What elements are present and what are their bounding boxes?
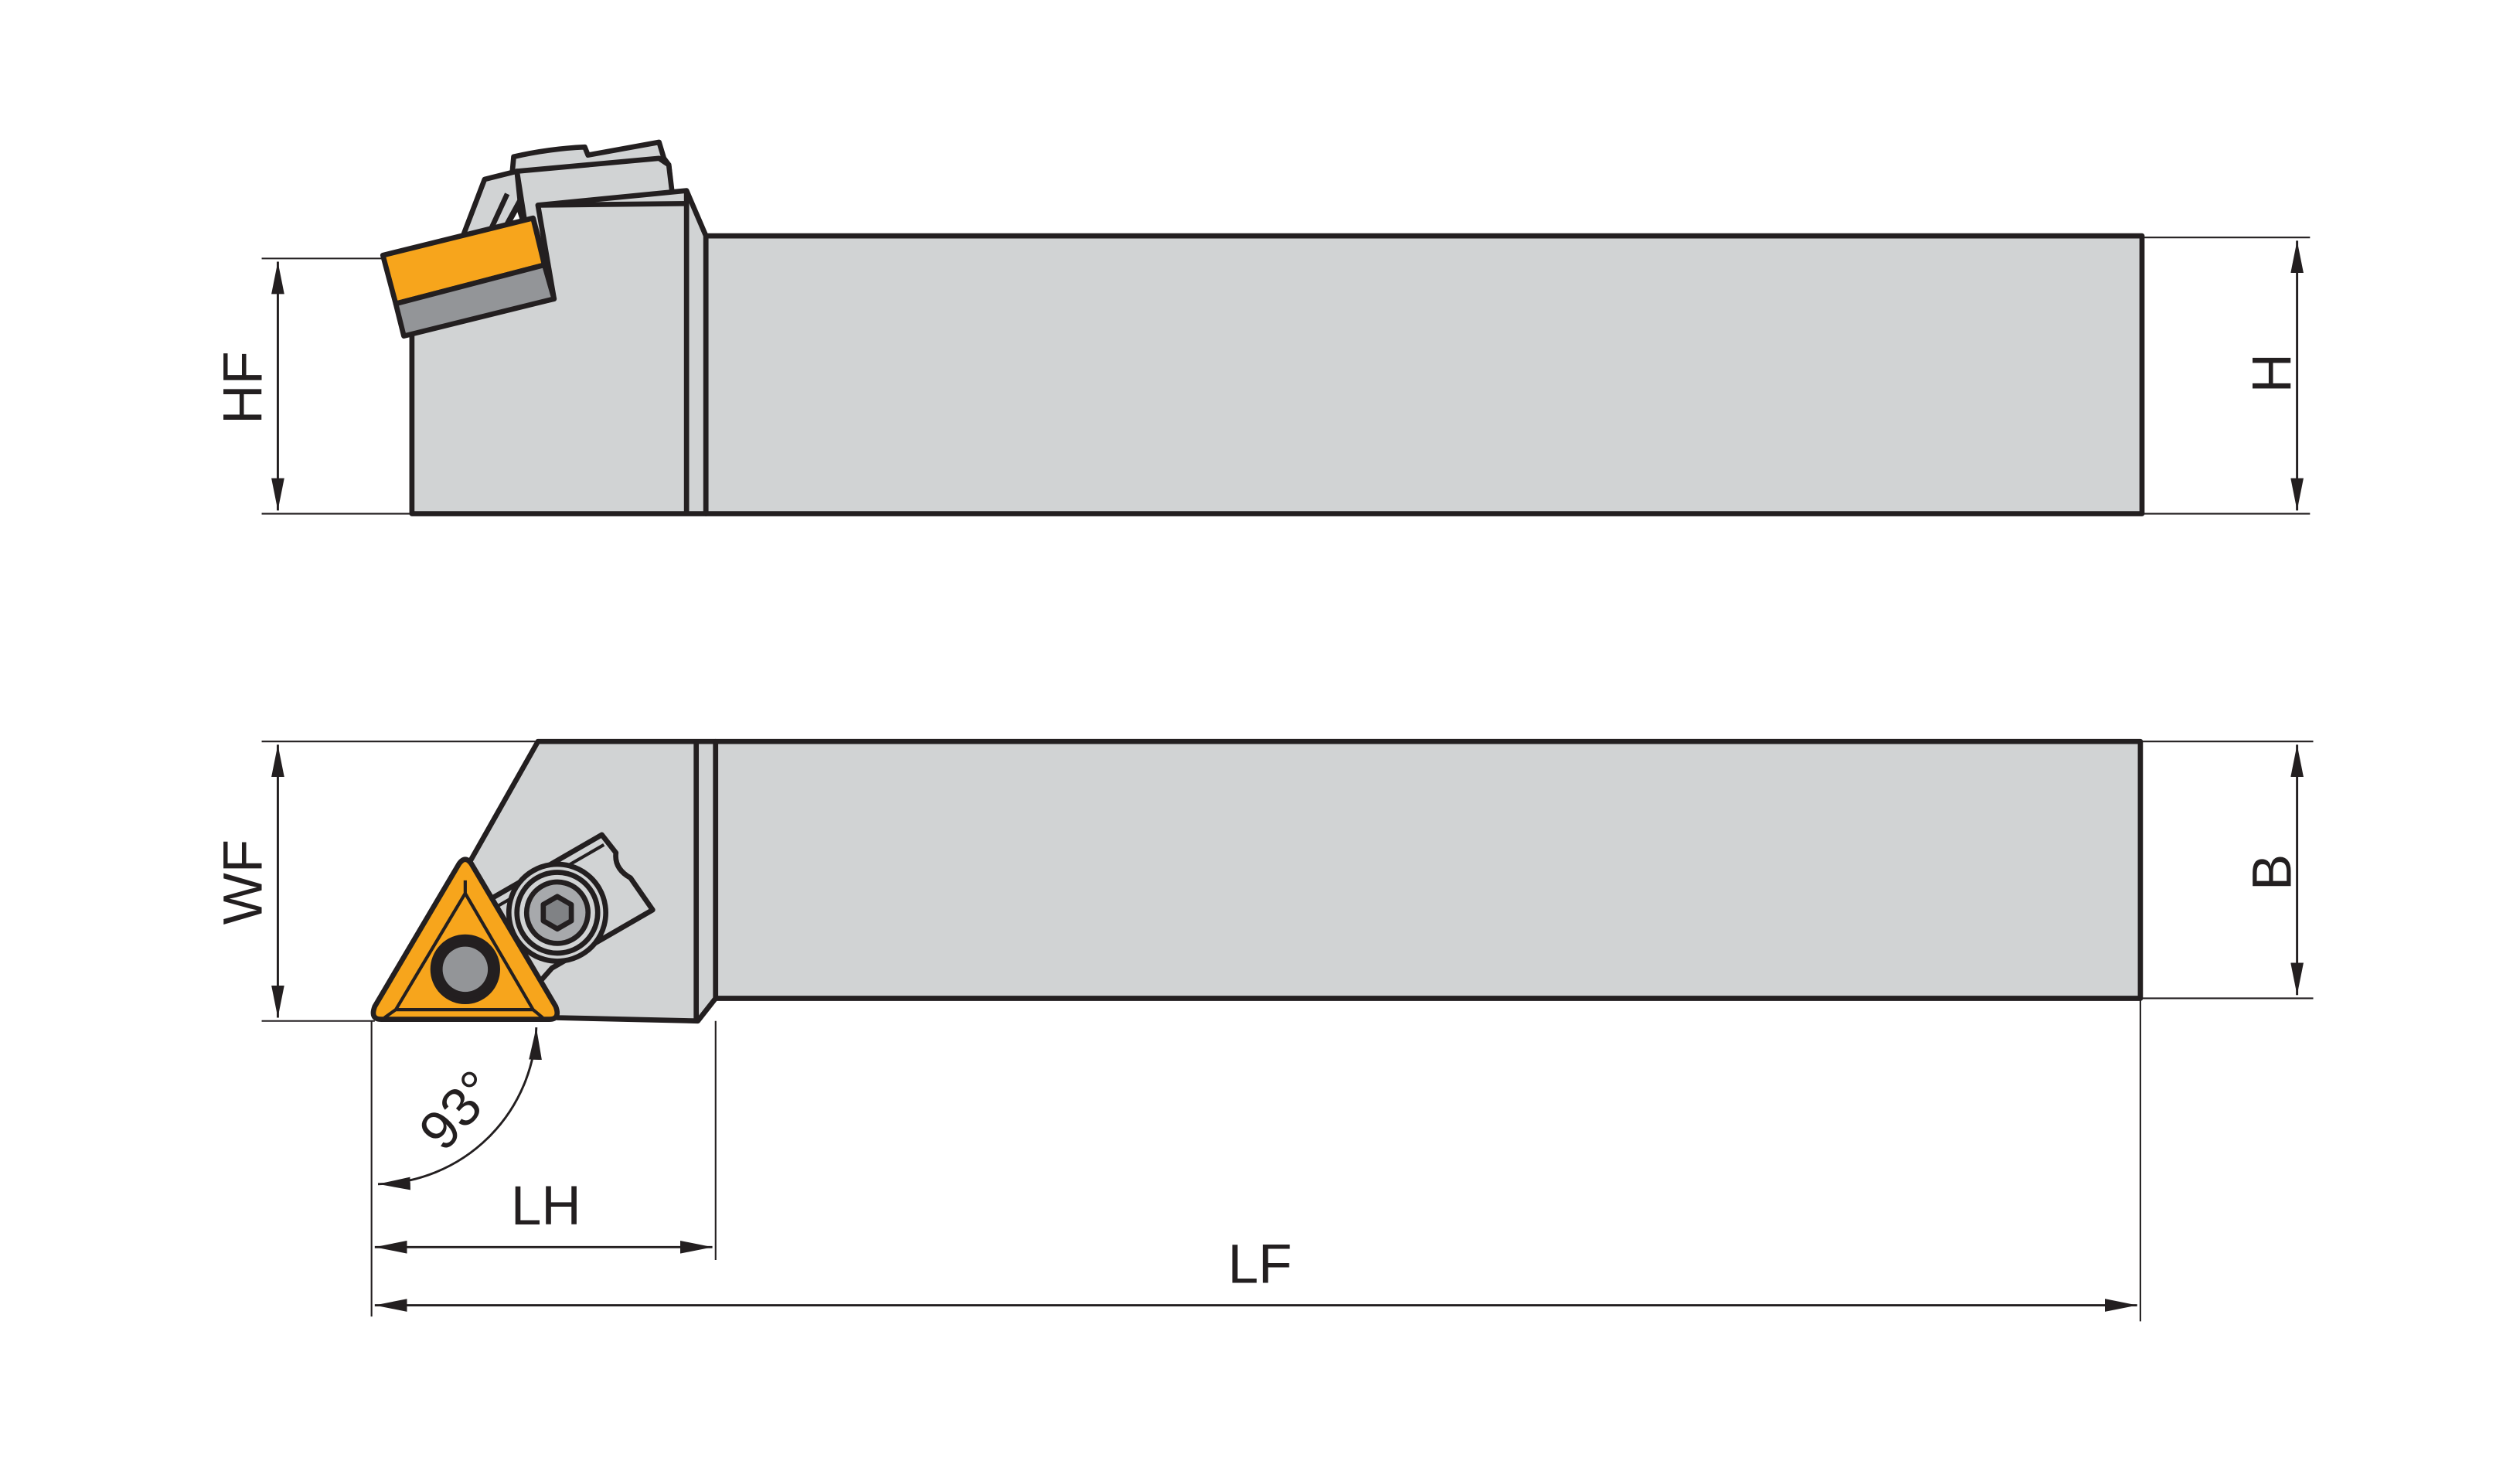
shank-side <box>703 233 2145 516</box>
label-h: H <box>2242 353 2303 393</box>
dimension-wf: WF <box>213 741 538 1022</box>
insert-chipbreaker <box>383 880 544 1020</box>
insert-hole <box>442 946 489 993</box>
head-top-edge <box>537 200 687 208</box>
label-angle: 93° <box>407 1059 509 1162</box>
insert-edge <box>530 217 555 292</box>
dimension-h: H <box>2142 237 2311 515</box>
shank-top <box>713 738 2144 1001</box>
label-b: B <box>2242 854 2303 891</box>
label-hf: HF <box>213 351 274 424</box>
top-view <box>370 738 2144 1024</box>
dimension-b: B <box>2140 741 2314 1000</box>
dimension-lh: LH <box>374 1020 717 1261</box>
label-lf: LF <box>1228 1234 1292 1295</box>
label-wf: WF <box>213 839 274 925</box>
dimension-angle: 93° <box>370 1020 542 1317</box>
dimension-lf: LF <box>374 998 2141 1322</box>
shim-side <box>393 262 557 339</box>
label-lh: LH <box>511 1176 581 1237</box>
dimension-hf: HF <box>213 257 412 515</box>
hex-socket-icon <box>540 894 574 932</box>
side-view <box>380 139 2145 516</box>
clamp-ring-inner <box>514 870 601 956</box>
